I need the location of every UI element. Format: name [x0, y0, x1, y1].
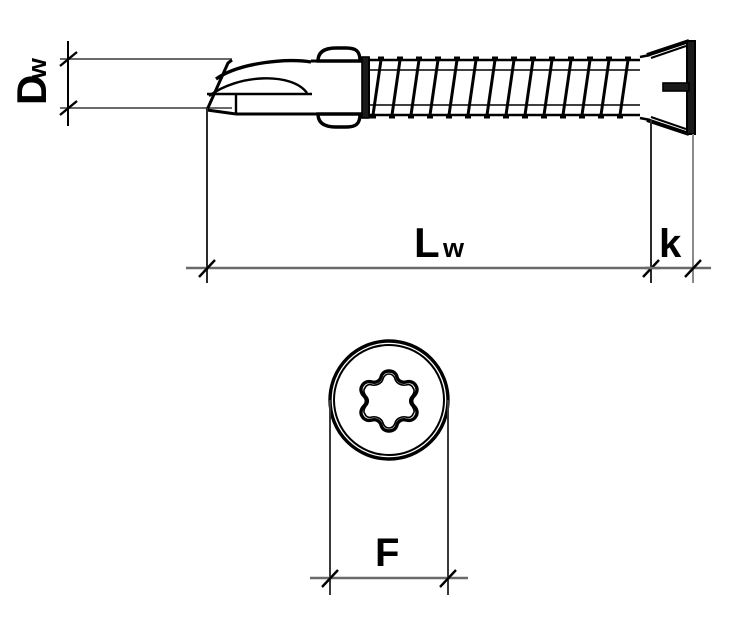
dw-label-group: D w	[8, 57, 55, 105]
f-tick-left	[321, 569, 339, 588]
k-label: k	[659, 222, 682, 266]
f-label: F	[375, 531, 399, 575]
drill-flute-upper	[215, 58, 312, 81]
head-underside-bottom	[639, 116, 651, 122]
drill-point-lower-edge	[206, 108, 237, 116]
f-dimension-extensions	[329, 400, 449, 595]
k-tick-right	[684, 259, 702, 278]
shank-plain	[311, 59, 362, 116]
dimension-k: k	[645, 222, 711, 278]
side-view-group: D w	[8, 39, 711, 283]
thread-start-shoulder	[361, 56, 370, 119]
dw-label-main: D	[8, 75, 55, 105]
threaded-shank	[369, 56, 640, 119]
dw-tick-bottom	[59, 100, 78, 116]
head-underside-top	[639, 53, 651, 59]
wings	[316, 46, 362, 129]
screw-side-profile	[205, 39, 696, 136]
torx-star-outline	[359, 369, 419, 433]
torx-star-inner-outline	[363, 373, 415, 429]
dimension-dw: D w	[8, 41, 232, 126]
dimension-f: F	[310, 531, 468, 588]
wing-lower	[316, 112, 362, 129]
head-cone-bottom-flank	[646, 118, 690, 136]
drill-point	[205, 58, 312, 116]
dw-label-sub: w	[22, 57, 52, 80]
side-view-dimension-extensions	[206, 108, 694, 283]
dw-tick-top	[59, 51, 78, 67]
thread-crest-notches	[370, 56, 631, 119]
head-inner-circle	[333, 344, 445, 456]
head-end-view-group: F	[310, 339, 468, 595]
countersunk-head	[639, 39, 696, 136]
shoulder-block	[361, 56, 370, 119]
dimension-lw: L w	[186, 219, 660, 278]
head-drive-recess-side	[662, 82, 690, 92]
head-cone-bottom-inner	[650, 116, 687, 130]
torx-recess	[359, 369, 419, 433]
thread-helix-lines	[371, 59, 630, 116]
lw-tick-left	[198, 259, 216, 278]
lw-label-main: L	[414, 219, 440, 266]
head-cone-top-flank	[646, 39, 690, 57]
lw-label-sub: w	[442, 233, 465, 263]
head-cone-top-inner	[650, 45, 687, 59]
f-tick-right	[439, 569, 457, 588]
wing-upper	[316, 46, 362, 63]
drill-flute-curve	[208, 77, 308, 97]
